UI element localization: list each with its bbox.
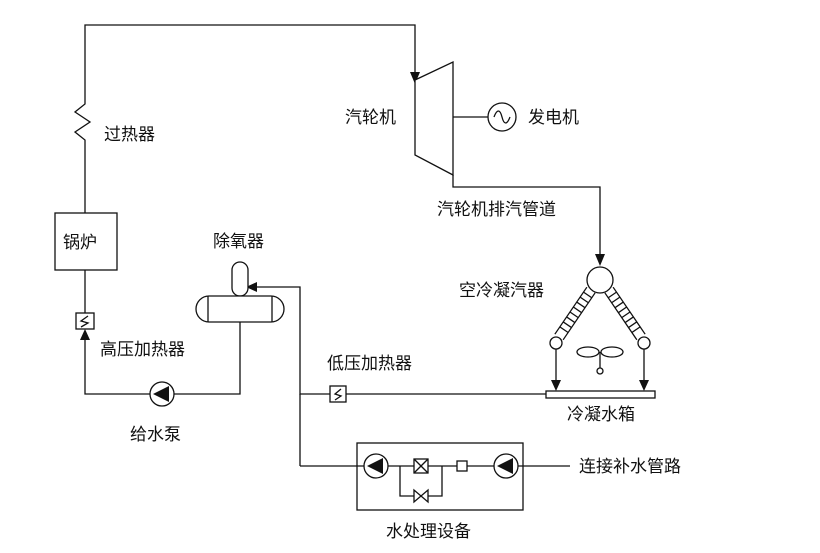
- lp-heater-icon: [329, 385, 347, 403]
- condenser-right-outlet: [637, 336, 651, 350]
- wt-filter-icon: [413, 458, 429, 474]
- generator-sine-icon: [493, 110, 511, 124]
- fan-icon: [576, 346, 624, 375]
- label-deaerator: 除氧器: [213, 232, 264, 252]
- feedwater-line-to-hp-heater: [84, 334, 150, 395]
- wt-small-tank-icon: [456, 460, 468, 472]
- deaerator-shape: [195, 261, 285, 323]
- bypass-valve-icon: [413, 488, 429, 504]
- turbine-shape: [414, 60, 454, 177]
- label-turbine: 汽轮机: [345, 108, 396, 128]
- condenser-coil-left: [554, 286, 596, 341]
- arrow-up-to-hp-heater: [80, 329, 90, 340]
- label-makeup-pipe: 连接补水管路: [579, 457, 681, 477]
- condensate-line-left: [252, 286, 330, 395]
- label-hp-heater: 高压加热器: [100, 340, 185, 360]
- label-superheater: 过热器: [104, 125, 155, 145]
- condenser-coil-right: [604, 286, 646, 341]
- condenser-left-outlet: [549, 336, 563, 350]
- label-lp-heater: 低压加热器: [327, 354, 412, 374]
- wt-bypass-line: [399, 466, 443, 497]
- label-turbine-exhaust: 汽轮机排汽管道: [437, 200, 556, 220]
- condensate-tank-shape: [545, 390, 656, 399]
- label-feed-pump: 给水泵: [130, 425, 181, 445]
- water-treatment-box: [356, 442, 524, 511]
- label-boiler: 锅炉: [63, 233, 97, 253]
- exhaust-line: [452, 175, 601, 258]
- drain-arrow-left: [551, 380, 561, 391]
- steam-line-boiler-to-turbine: [73, 24, 416, 213]
- exhaust-arrow: [595, 254, 605, 266]
- steam-arrow-into-turbine: [410, 72, 420, 84]
- drain-arrow-right: [639, 380, 649, 391]
- feed-pump-icon: [149, 381, 175, 407]
- wt-pump-right-icon: [493, 453, 519, 479]
- wt-pump-left-icon: [363, 453, 389, 479]
- label-water-treatment: 水处理设备: [386, 522, 471, 542]
- arrow-into-deaerator: [246, 282, 257, 292]
- condenser-header: [586, 266, 614, 294]
- feedwater-line: [174, 322, 241, 395]
- label-air-condenser: 空冷凝汽器: [459, 281, 544, 301]
- boiler-box: [54, 212, 118, 271]
- label-generator: 发电机: [528, 108, 579, 128]
- hp-heater-icon: [75, 312, 95, 330]
- label-condensate-tank: 冷凝水箱: [567, 405, 635, 425]
